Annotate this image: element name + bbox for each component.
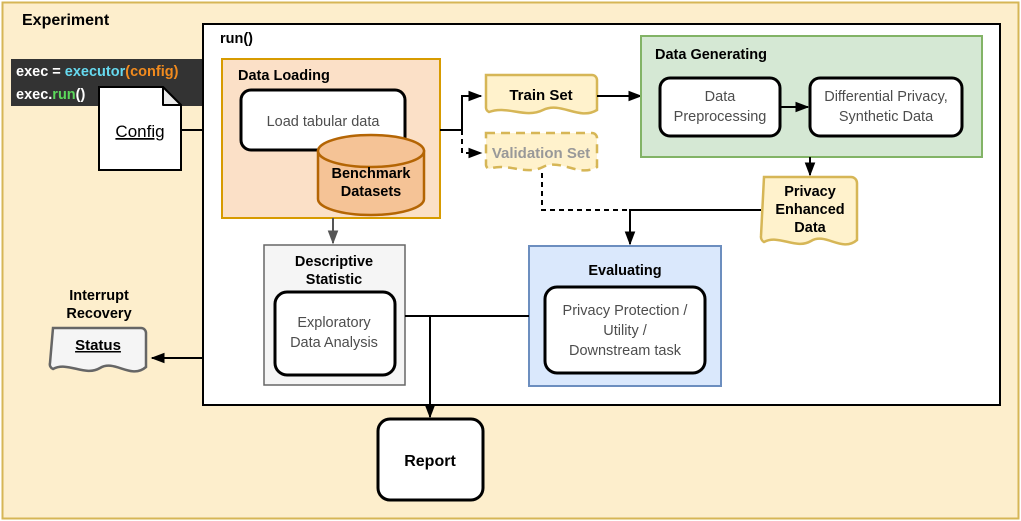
report-label: Report xyxy=(404,453,456,470)
data-generating-group: Data Generating Data Preprocessing Diffe… xyxy=(640,35,983,158)
config-note-fold xyxy=(162,86,182,106)
arrow-ped-to-evaluating xyxy=(624,209,761,246)
interrupt-recovery-title-1: Interrupt xyxy=(69,288,129,304)
differential-privacy-label-1: Differential Privacy, xyxy=(824,89,948,105)
config-note[interactable]: Config xyxy=(98,86,182,171)
code-line-2: exec.run() xyxy=(16,87,85,103)
train-set-shape xyxy=(484,73,599,115)
arrow-data-loading-to-validation-set xyxy=(461,130,483,159)
privacy-enhanced-data-label-2: Enhanced xyxy=(775,202,844,218)
descriptive-statistic-title-1: Descriptive xyxy=(295,254,373,270)
data-generating-title: Data Generating xyxy=(655,47,767,63)
train-set-node[interactable]: Train Set xyxy=(484,73,599,115)
data-preprocessing-box[interactable] xyxy=(658,76,782,138)
validation-set-shape xyxy=(484,131,599,172)
interrupt-recovery-title-2: Recovery xyxy=(66,306,131,322)
evaluating-metrics-box[interactable] xyxy=(543,285,707,375)
differential-privacy-label-2: Synthetic Data xyxy=(839,109,934,125)
evaluating-group: Evaluating Privacy Protection / Utility … xyxy=(528,245,722,387)
benchmark-datasets-top xyxy=(316,133,426,169)
config-note-shape xyxy=(98,86,182,171)
privacy-enhanced-data-label-1: Privacy xyxy=(784,184,836,200)
arrow-data-loading-to-train-set xyxy=(440,90,483,131)
code-token-run: run xyxy=(52,87,75,103)
evaluating-metrics-label-2: Utility / xyxy=(603,323,647,339)
descriptive-statistic-title-2: Statistic xyxy=(306,272,362,288)
experiment-title: Experiment xyxy=(22,12,110,29)
validation-set-label: Validation Set xyxy=(492,145,590,162)
code-token-empty-parens: () xyxy=(76,87,86,103)
data-loading-title: Data Loading xyxy=(238,68,330,84)
dashed-path-validation-set-to-evaluating xyxy=(541,173,630,211)
train-set-label: Train Set xyxy=(509,87,572,104)
benchmark-datasets-body xyxy=(316,149,426,217)
evaluating-metrics-label-1: Privacy Protection / xyxy=(563,303,689,319)
benchmark-datasets-label-1: Benchmark xyxy=(332,166,412,182)
report-box xyxy=(376,417,485,502)
privacy-enhanced-data-node[interactable]: Privacy Enhanced Data xyxy=(759,175,859,246)
code-token-paren-close: ) xyxy=(174,64,179,80)
data-loading-group: Data Loading Load tabular data Benchmark… xyxy=(221,58,441,219)
data-preprocessing-label-1: Data xyxy=(705,89,737,105)
status-shape xyxy=(48,326,148,373)
run-panel-title: run() xyxy=(220,31,253,47)
status-node[interactable]: Status xyxy=(48,326,148,373)
benchmark-datasets-label-2: Datasets xyxy=(341,184,401,200)
report-node[interactable]: Report xyxy=(376,417,485,502)
exploratory-data-analysis-label-1: Exploratory xyxy=(297,315,371,331)
code-token-exec: exec xyxy=(16,64,52,80)
code-token-executor: executor xyxy=(65,64,126,80)
config-note-label: Config xyxy=(115,122,164,141)
benchmark-datasets-cylinder[interactable]: Benchmark Datasets xyxy=(316,133,426,217)
code-token-config: config xyxy=(130,64,174,80)
code-token-paren-open: ( xyxy=(125,64,130,80)
descriptive-statistic-group: Descriptive Statistic Exploratory Data A… xyxy=(263,244,406,386)
exploratory-data-analysis-box[interactable] xyxy=(273,290,397,377)
data-preprocessing-label-2: Preprocessing xyxy=(674,109,767,125)
differential-privacy-box[interactable] xyxy=(808,76,964,138)
evaluating-metrics-label-3: Downstream task xyxy=(569,343,682,359)
code-line-1: exec = executor(config) xyxy=(16,64,179,80)
privacy-enhanced-data-shape xyxy=(759,175,859,246)
status-label: Status xyxy=(75,337,121,354)
interrupt-recovery-group: Interrupt Recovery Status xyxy=(48,288,148,373)
evaluating-title: Evaluating xyxy=(588,263,661,279)
exploratory-data-analysis-label-2: Data Analysis xyxy=(290,335,378,351)
load-tabular-data-label: Load tabular data xyxy=(267,114,381,130)
privacy-enhanced-data-label-3: Data xyxy=(794,220,826,236)
code-token-exec-dot: exec. xyxy=(16,87,52,103)
validation-set-node[interactable]: Validation Set xyxy=(484,131,599,172)
